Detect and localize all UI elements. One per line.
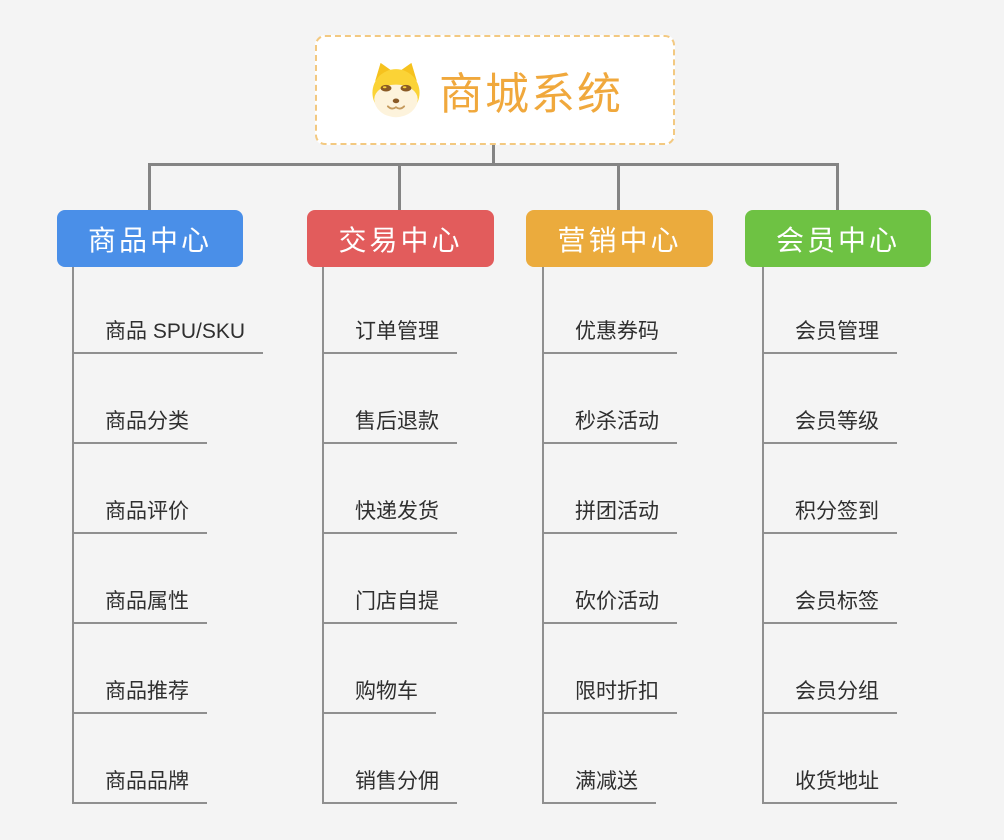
leaf-node[interactable]: 商品品牌 [72, 770, 207, 804]
connector-drop-2 [398, 163, 401, 210]
branch-label: 营销中心 [557, 224, 682, 256]
leaf-node[interactable]: 砍价活动 [542, 590, 677, 624]
leaf-node[interactable]: 商品属性 [72, 590, 207, 624]
leaf-node[interactable]: 秒杀活动 [542, 410, 677, 444]
leaf-node[interactable]: 优惠券码 [542, 320, 677, 354]
connector-drop-1 [148, 163, 151, 210]
branch-node-member-center[interactable]: 会员中心 [745, 210, 931, 267]
leaf-node[interactable]: 门店自提 [322, 590, 457, 624]
branch-label: 商品中心 [87, 224, 212, 256]
leaf-node[interactable]: 订单管理 [322, 320, 457, 354]
leaf-node[interactable]: 商品分类 [72, 410, 207, 444]
doge-icon [372, 62, 420, 118]
leaf-node[interactable]: 售后退款 [322, 410, 457, 444]
leaf-node[interactable]: 购物车 [322, 680, 436, 714]
leaf-node[interactable]: 会员等级 [762, 410, 897, 444]
leaf-node[interactable]: 销售分佣 [322, 770, 457, 804]
leaf-node[interactable]: 商品推荐 [72, 680, 207, 714]
trunk-line-member [762, 267, 764, 804]
leaf-node[interactable]: 会员管理 [762, 320, 897, 354]
root-node-mall-system[interactable]: 商城系统 [315, 35, 675, 145]
leaf-node[interactable]: 限时折扣 [542, 680, 677, 714]
connector-horizontal [148, 163, 839, 166]
leaf-node[interactable]: 积分签到 [762, 500, 897, 534]
trunk-line-marketing [542, 267, 544, 804]
root-title: 商城系统 [439, 70, 623, 119]
connector-drop-3 [617, 163, 620, 210]
branch-node-marketing-center[interactable]: 营销中心 [526, 210, 713, 267]
leaf-node[interactable]: 商品评价 [72, 500, 207, 534]
leaf-node[interactable]: 商品 SPU/SKU [72, 320, 264, 354]
leaf-node[interactable]: 拼团活动 [542, 500, 677, 534]
leaf-node[interactable]: 满减送 [542, 770, 656, 804]
connector-drop-4 [836, 163, 839, 210]
leaf-node[interactable]: 收货地址 [762, 770, 897, 804]
branch-node-trade-center[interactable]: 交易中心 [307, 210, 494, 267]
branch-label: 会员中心 [775, 224, 900, 256]
branch-node-product-center[interactable]: 商品中心 [57, 210, 243, 267]
leaf-node[interactable]: 会员标签 [762, 590, 897, 624]
leaf-node[interactable]: 会员分组 [762, 680, 897, 714]
connector-root-stub [492, 145, 495, 164]
leaf-node[interactable]: 快递发货 [322, 500, 457, 534]
branch-label: 交易中心 [338, 224, 463, 256]
trunk-line-trade [322, 267, 324, 804]
trunk-line-product [72, 267, 74, 804]
